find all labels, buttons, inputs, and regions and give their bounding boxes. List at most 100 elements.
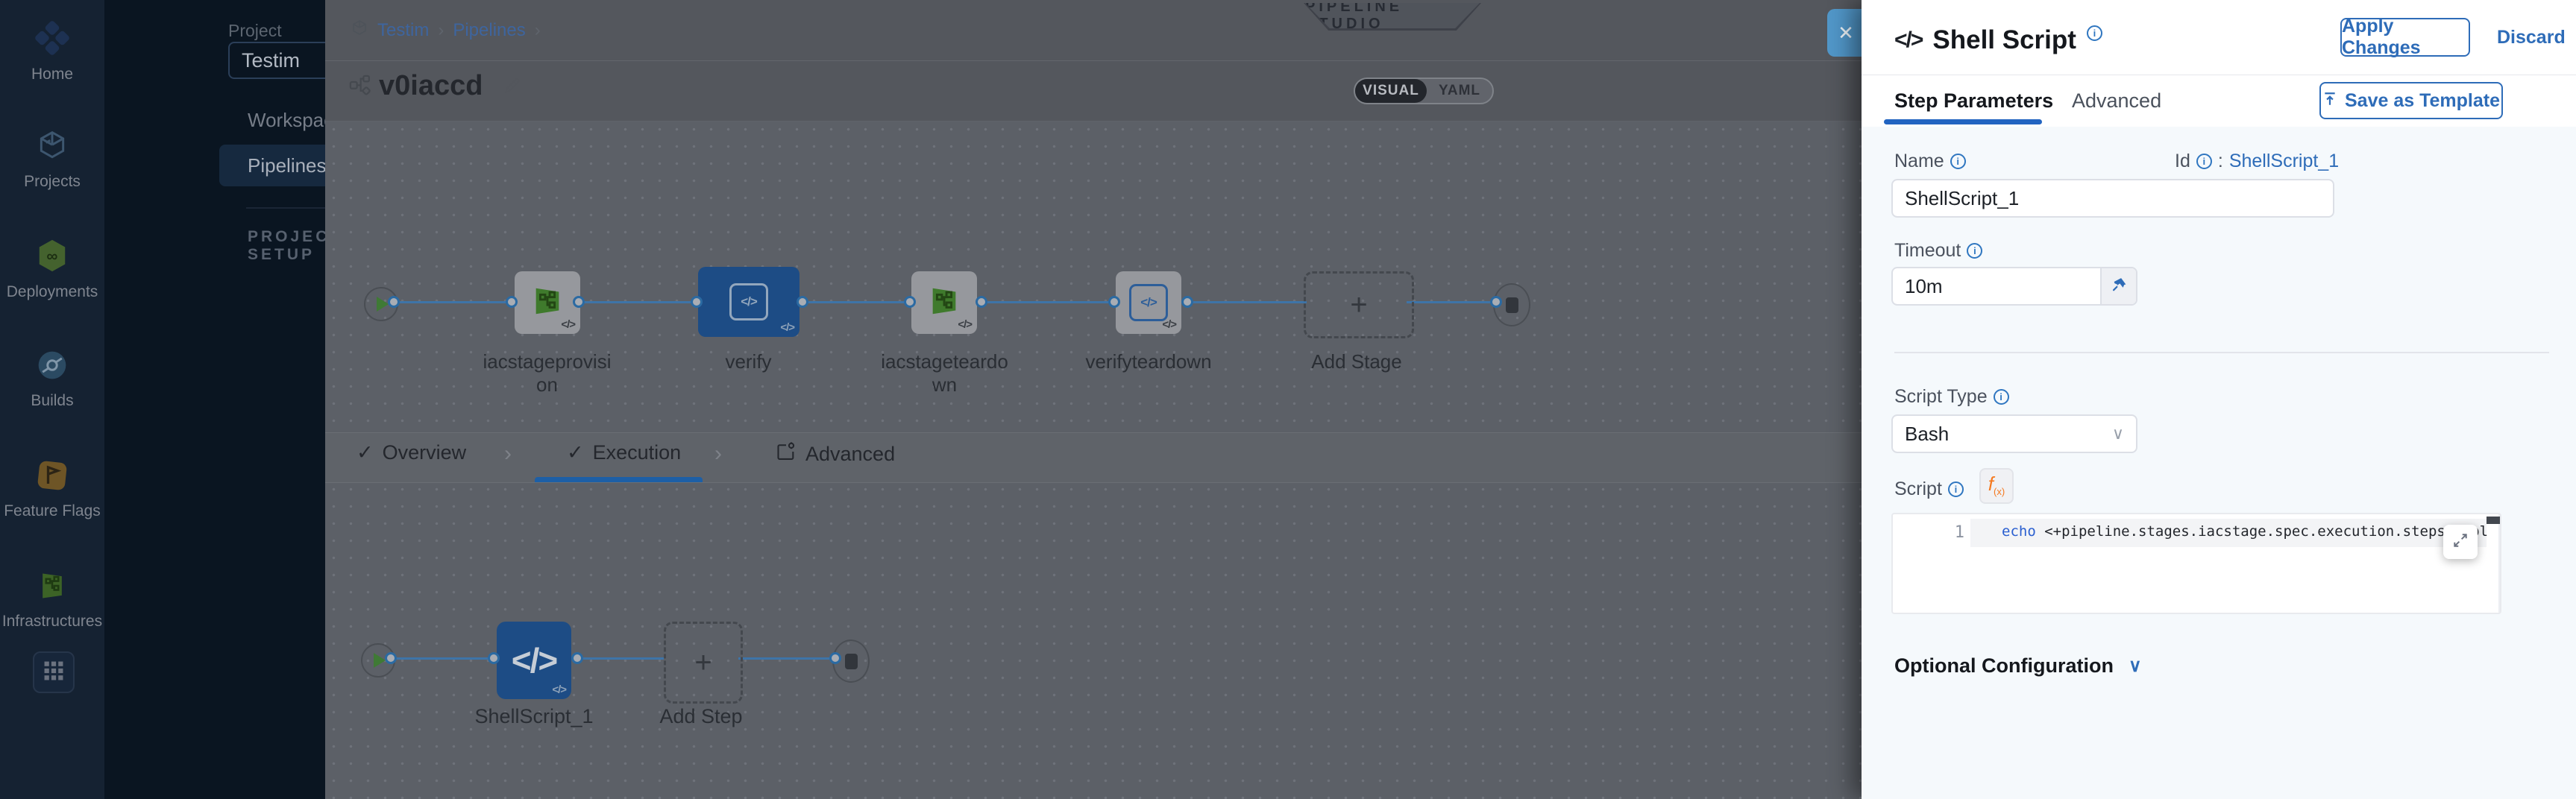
stage-node-iacstageprovision[interactable]: </> [515, 271, 580, 334]
stage-node-verifyteardown[interactable]: </> </> [1116, 271, 1181, 334]
script-label-row: Script i [1894, 479, 1964, 500]
connector-line [576, 301, 700, 303]
connector-dot[interactable] [388, 296, 400, 308]
tab-step-parameters[interactable]: Step Parameters [1894, 89, 2054, 112]
editor-minimap [2487, 517, 2500, 524]
tab-advanced[interactable]: Advanced [776, 441, 895, 467]
project-setup-section[interactable]: PROJECT SETUP [248, 228, 343, 263]
breadcrumb-pipelines-link[interactable]: Pipelines [453, 19, 526, 40]
chevron-right-icon: › [534, 19, 541, 40]
connector-dot[interactable] [976, 296, 987, 308]
connector-dot[interactable] [691, 296, 703, 308]
editor-expand-button[interactable] [2443, 525, 2478, 559]
connector-line [391, 657, 495, 660]
script-type-select[interactable]: Bash ∨ [1891, 414, 2137, 453]
info-icon[interactable]: i [1947, 481, 1964, 497]
name-input[interactable] [1891, 179, 2334, 218]
sidebar-item-projects[interactable]: Projects [0, 130, 104, 191]
stop-icon [844, 653, 858, 669]
tab-overview[interactable]: ✓ Overview [356, 441, 466, 464]
nav-item-label: Pipelines [248, 154, 327, 177]
discard-button[interactable]: Discard [2497, 27, 2566, 48]
save-as-template-button[interactable]: Save as Template [2319, 82, 2503, 119]
step-node-shellscript[interactable]: </> </> [497, 622, 571, 699]
breadcrumb-project-link[interactable]: Testim [377, 19, 430, 40]
info-icon[interactable]: i [1967, 243, 1983, 259]
stage-tabs-strip [325, 432, 1862, 483]
custom-stage-icon: </> [1129, 284, 1168, 321]
script-code-editor[interactable]: 1 echo <+pipeline.stages.iacstage.spec.e… [1891, 513, 2501, 614]
id-value[interactable]: ShellScript_1 [2228, 151, 2340, 171]
connector-dot[interactable] [571, 652, 583, 664]
code-badge: </> [1162, 318, 1177, 331]
builds-icon [36, 349, 69, 386]
infrastructures-icon [36, 569, 69, 607]
fx-f: f [1988, 473, 1994, 495]
module-switcher-button[interactable] [33, 651, 75, 693]
info-icon[interactable]: i [1993, 389, 2009, 405]
add-stage-button[interactable]: + [1304, 271, 1414, 338]
connector-dot[interactable] [488, 652, 500, 664]
connector-line [799, 301, 911, 303]
stop-icon [1505, 297, 1518, 313]
editor-scroll-divider [2498, 514, 2500, 613]
stage-node-iacstageteardown[interactable]: </> [911, 271, 977, 334]
code-badge: </> [552, 683, 567, 696]
sidebar-item-label: Deployments [6, 283, 98, 300]
connector-line [978, 301, 1113, 303]
pipeline-name: v0iaccd [379, 70, 483, 101]
optional-configuration-toggle[interactable]: Optional Configuration ∨ [1894, 654, 2142, 678]
connector-dot[interactable] [829, 652, 841, 664]
sidebar-item-home[interactable]: Home [0, 21, 104, 83]
info-icon[interactable]: i [2196, 154, 2212, 169]
breadcrumb: Testim › Pipelines › [351, 0, 541, 60]
add-step-label: Add Step [659, 705, 743, 727]
connector-dot[interactable] [1490, 296, 1502, 308]
drawer-close-button[interactable]: ✕ [1827, 9, 1865, 57]
info-icon[interactable]: i [2086, 25, 2102, 41]
connector-line [1407, 301, 1496, 303]
connector-dot[interactable] [1108, 296, 1120, 308]
sidebar-item-deployments[interactable]: ∞ Deployments [0, 239, 104, 301]
edit-pencil-icon[interactable] [503, 76, 522, 99]
tab-label: Advanced [805, 443, 896, 465]
apply-changes-button[interactable]: Apply Changes [2340, 16, 2470, 58]
tab-advanced-drawer[interactable]: Advanced [2072, 89, 2162, 112]
close-icon: ✕ [1838, 21, 1854, 44]
shell-script-drawer: </> Shell Script i Apply Changes Discard… [1862, 0, 2576, 799]
upload-icon [2322, 90, 2337, 112]
toggle-visual[interactable]: VISUAL [1355, 79, 1427, 103]
connector-dot[interactable] [904, 296, 916, 308]
fx-expression-button[interactable]: f(x) [1979, 468, 2014, 504]
code-badge: </> [958, 318, 973, 331]
info-icon[interactable]: i [1950, 154, 1966, 169]
connector-dot[interactable] [573, 296, 585, 308]
connector-dot[interactable] [797, 296, 808, 308]
stage-label: verify [725, 350, 772, 373]
tab-label: Overview [382, 441, 467, 464]
stage-node-verify-selected[interactable]: </> </> [698, 267, 799, 337]
sidebar-item-infrastructures[interactable]: Infrastructures [0, 569, 104, 631]
stage-label: iacstageprovision [483, 350, 612, 396]
sidebar-item-builds[interactable]: Builds [0, 349, 104, 410]
input-type-pin-button[interactable] [2100, 268, 2136, 304]
code-line[interactable]: echo <+pipeline.stages.iacstage.spec.exe… [2002, 523, 2498, 540]
add-step-button[interactable]: + [664, 622, 743, 704]
sidebar-item-feature-flags[interactable]: Feature Flags [0, 459, 104, 520]
add-stage-label: Add Stage [1311, 350, 1402, 373]
breadcrumb-row [325, 0, 1862, 61]
connector-line [1184, 301, 1307, 303]
connector-line [391, 301, 515, 303]
toggle-yaml[interactable]: YAML [1438, 83, 1481, 98]
connector-dot[interactable] [385, 652, 397, 664]
step-parameters-form: Name i Id i : ShellScript_1 Timeout i [1862, 127, 2576, 799]
connector-dot[interactable] [506, 296, 518, 308]
pipeline-studio-badge: PIPELINE STUDIO [1305, 3, 1480, 28]
connector-dot[interactable] [1181, 296, 1193, 308]
fx-x: (x) [1994, 486, 2005, 497]
timeout-input[interactable] [1891, 267, 2137, 306]
project-label: Project [228, 21, 282, 40]
tab-execution[interactable]: ✓ Execution [567, 441, 681, 464]
sidebar-item-label: Builds [31, 392, 74, 409]
